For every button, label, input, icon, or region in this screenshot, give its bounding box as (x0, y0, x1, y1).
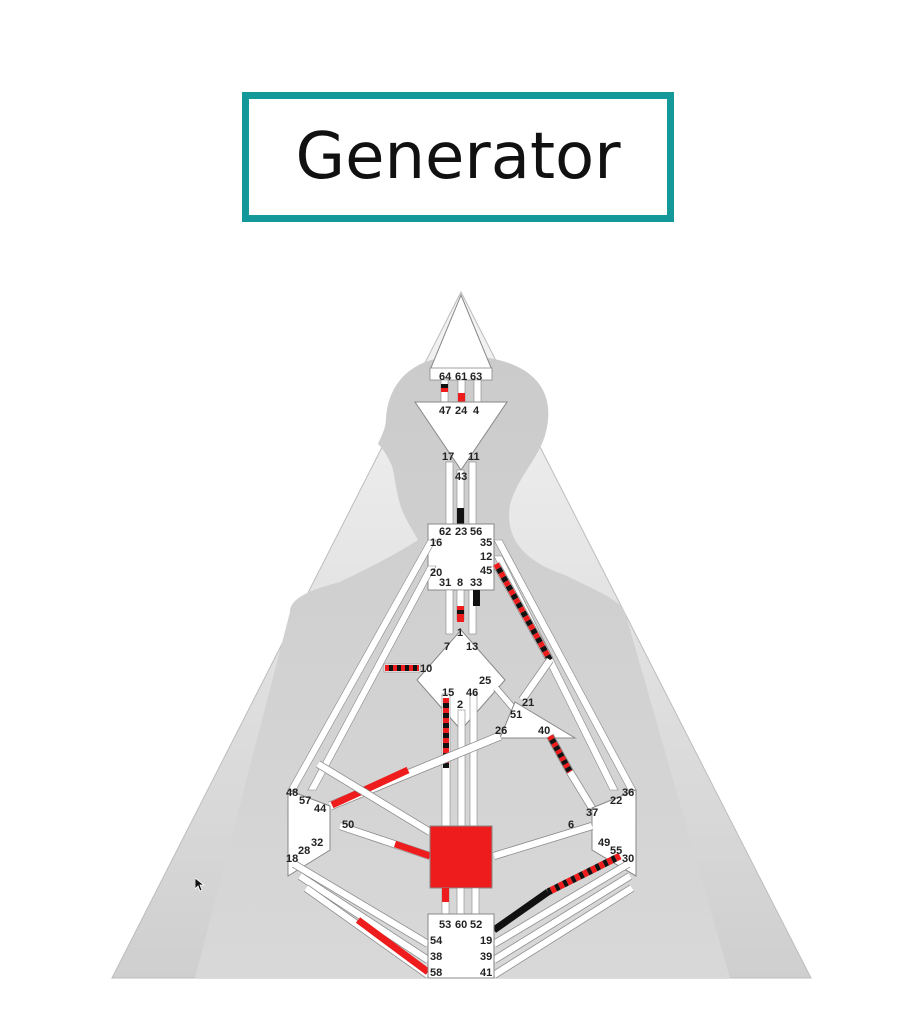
gate-label-20: 20 (430, 567, 442, 579)
gate-label-31: 31 (439, 577, 451, 589)
gate-label-44: 44 (314, 803, 327, 815)
type-title: Generator (295, 120, 621, 194)
gate-label-6: 6 (568, 819, 574, 831)
gate-label-54: 54 (430, 935, 443, 947)
gate-label-13: 13 (466, 641, 478, 653)
channel-45-21 (493, 562, 553, 662)
gate-label-53: 53 (439, 919, 451, 931)
gate-label-12: 12 (480, 551, 492, 563)
gate-label-63: 63 (470, 371, 482, 383)
gate-label-30: 30 (622, 853, 634, 865)
ego-center (499, 701, 577, 739)
gate-label-48: 48 (286, 787, 298, 799)
solar-plexus-center (591, 789, 637, 877)
gate-label-39: 39 (480, 951, 492, 963)
gate-label-25: 25 (479, 675, 491, 687)
gate-label-55: 55 (610, 845, 622, 857)
gate-label-26: 26 (495, 725, 507, 737)
sacral-center (429, 825, 493, 889)
gate-label-40: 40 (538, 725, 550, 737)
ajna-center (414, 401, 508, 471)
gate-label-19: 19 (480, 935, 492, 947)
gate-label-17: 17 (442, 451, 454, 463)
channel-16-48 (287, 539, 437, 791)
gate-label-35: 35 (480, 537, 492, 549)
gate-label-49: 49 (598, 837, 610, 849)
gate-label-15: 15 (442, 687, 454, 699)
gate-label-47: 47 (439, 405, 451, 417)
gate-label-11: 11 (468, 451, 480, 463)
gate-label-22: 22 (610, 795, 622, 807)
gate-label-33: 33 (470, 577, 482, 589)
gate-label-57: 57 (299, 795, 311, 807)
gate-label-28: 28 (298, 845, 310, 857)
channel-3-60 (456, 887, 465, 915)
channel-40-37 (547, 734, 573, 774)
gate-label-38: 38 (430, 951, 442, 963)
channel-46-29 (469, 693, 478, 829)
gate-label-10: 10 (420, 663, 432, 675)
gate-label-4: 4 (473, 405, 480, 417)
gate-label-8: 8 (457, 577, 463, 589)
root-center (427, 913, 495, 979)
channel-33-13 (468, 589, 477, 635)
gate-label-46: 46 (466, 687, 478, 699)
gate-label-1: 1 (457, 627, 463, 639)
channel-19-49 (491, 889, 551, 933)
channel-2-14 (457, 709, 466, 829)
gate-label-41: 41 (480, 967, 492, 979)
channel-58-18 (355, 917, 431, 975)
gate-label-56: 56 (470, 526, 482, 538)
channel-63-4 (473, 379, 482, 403)
channel-11-56 (468, 461, 477, 525)
gate-labels: 64 61 63 47 24 4 17 11 43 62 23 56 16 20… (286, 371, 634, 979)
mouse-cursor-icon (195, 878, 205, 892)
gate-label-21: 21 (522, 697, 534, 709)
throat-center (427, 523, 495, 591)
gate-label-36: 36 (622, 787, 634, 799)
gate-label-60: 60 (455, 919, 467, 931)
gate-label-23: 23 (455, 526, 467, 538)
gate-label-2: 2 (457, 699, 463, 711)
gate-label-45: 45 (480, 565, 492, 577)
gate-label-50: 50 (342, 819, 354, 831)
gate-label-37: 37 (586, 807, 598, 819)
channel-31-7 (445, 589, 454, 635)
gate-label-24: 24 (455, 405, 468, 417)
channel-9-52 (471, 887, 480, 915)
spleen-center (287, 789, 331, 877)
gate-label-58: 58 (430, 967, 442, 979)
gate-label-7: 7 (444, 641, 450, 653)
gate-label-32: 32 (311, 837, 323, 849)
channel-26-44 (330, 766, 410, 809)
channel-20-57 (307, 565, 437, 791)
gate-label-16: 16 (430, 537, 442, 549)
gate-label-62: 62 (439, 526, 451, 538)
gate-label-51: 51 (510, 709, 522, 721)
gate-label-43: 43 (455, 471, 467, 483)
gate-label-52: 52 (470, 919, 482, 931)
type-title-box: Generator (242, 92, 674, 222)
head-center (429, 293, 493, 371)
gate-label-61: 61 (455, 371, 467, 383)
gate-label-18: 18 (286, 853, 298, 865)
gate-label-64: 64 (439, 371, 452, 383)
channel-17-62 (445, 461, 454, 525)
